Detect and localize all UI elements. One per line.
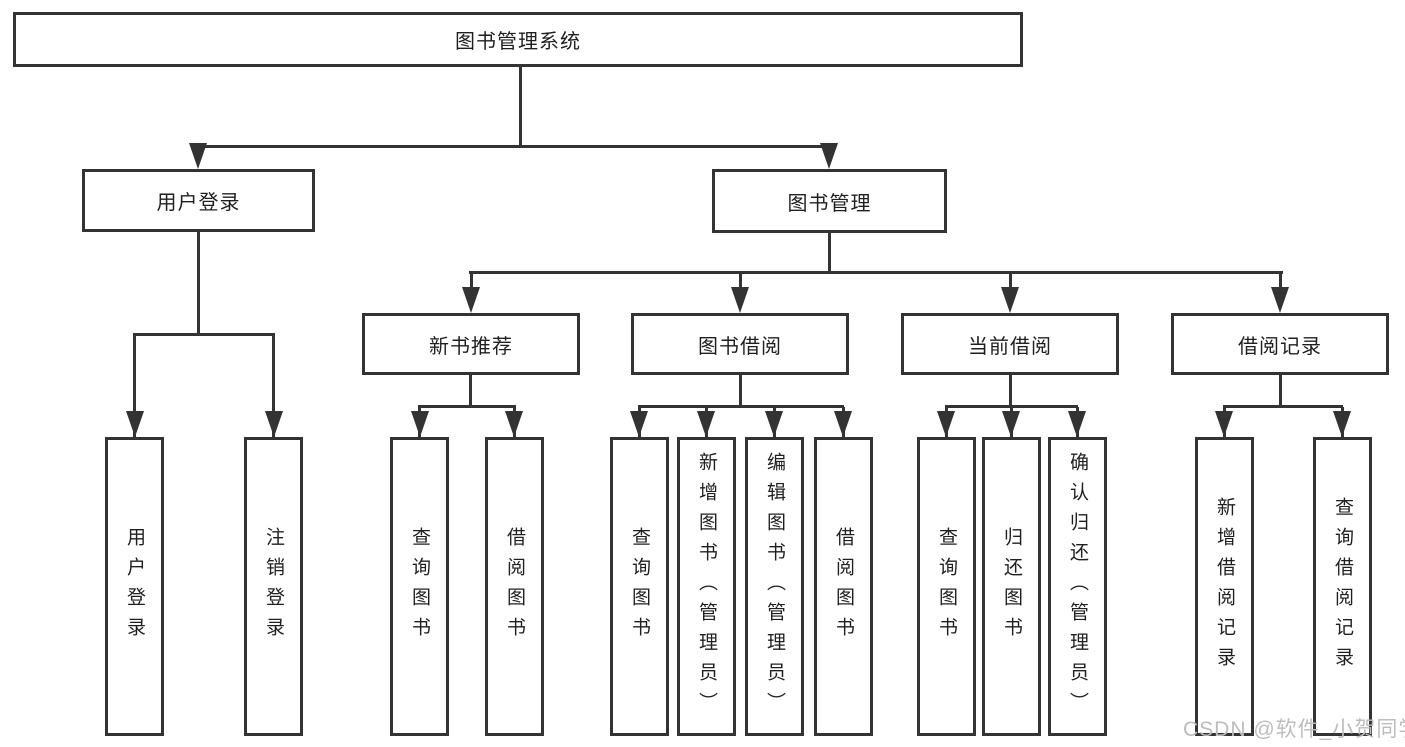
arrowhead-icon — [820, 143, 838, 169]
connector-line — [828, 232, 831, 273]
node-borrow-records: 借阅记录 — [1171, 313, 1389, 375]
connector-line — [469, 373, 472, 408]
leaf-current-return-book: 归还图书 — [982, 437, 1041, 736]
leaf-borrow-add-book-admin: 新增图书（管理员） — [677, 437, 736, 736]
node-new-book-recommend: 新书推荐 — [362, 313, 580, 375]
leaf-label: 确认归还（管理员） — [1067, 451, 1088, 722]
node-current-borrow: 当前借阅 — [901, 313, 1119, 375]
leaf-label: 查询图书 — [629, 526, 650, 647]
arrowhead-icon — [731, 287, 749, 313]
connector-line — [133, 333, 275, 336]
leaf-newbook-query-book: 查询图书 — [390, 437, 449, 736]
arrowhead-icon — [697, 411, 715, 437]
connector-line — [418, 405, 516, 408]
connector-line — [1223, 405, 1343, 408]
node-root: 图书管理系统 — [13, 12, 1023, 67]
arrowhead-icon — [189, 143, 207, 169]
arrowhead-icon — [1001, 287, 1019, 313]
leaf-borrow-edit-book-admin: 编辑图书（管理员） — [745, 437, 804, 736]
arrowhead-icon — [834, 411, 852, 437]
leaf-records-add-record: 新增借阅记录 — [1195, 437, 1254, 736]
leaf-newbook-borrow-book: 借阅图书 — [485, 437, 544, 736]
leaf-borrow-borrow-book: 借阅图书 — [814, 437, 873, 736]
leaf-current-query-book: 查询图书 — [917, 437, 976, 736]
connector-line — [638, 405, 844, 408]
arrowhead-icon — [1215, 411, 1233, 437]
leaf-current-confirm-return-admin: 确认归还（管理员） — [1048, 437, 1107, 736]
connector-line — [739, 373, 742, 408]
node-book-borrow: 图书借阅 — [631, 313, 849, 375]
arrowhead-icon — [126, 411, 144, 437]
arrowhead-icon — [1068, 411, 1086, 437]
leaf-label: 用户登录 — [124, 526, 145, 647]
connector-line — [197, 145, 831, 148]
leaf-label: 借阅图书 — [504, 526, 525, 647]
leaf-label: 注销登录 — [263, 526, 284, 647]
arrowhead-icon — [937, 411, 955, 437]
leaf-label: 借阅图书 — [833, 526, 854, 647]
leaf-label: 新增图书（管理员） — [696, 451, 717, 722]
arrowhead-icon — [765, 411, 783, 437]
arrowhead-icon — [505, 411, 523, 437]
leaf-label: 归还图书 — [1001, 526, 1022, 647]
connector-line — [1009, 373, 1012, 408]
leaf-label: 新增借阅记录 — [1214, 496, 1235, 677]
node-user-login: 用户登录 — [82, 169, 315, 232]
arrowhead-icon — [411, 411, 429, 437]
leaf-label: 编辑图书（管理员） — [764, 451, 785, 722]
leaf-records-query-record: 查询借阅记录 — [1313, 437, 1372, 736]
connector-line — [197, 231, 200, 335]
leaf-label: 查询借阅记录 — [1332, 496, 1353, 677]
connector-line — [469, 271, 1283, 274]
connector-line — [519, 66, 522, 147]
arrowhead-icon — [1333, 411, 1351, 437]
csdn-watermark: CSDN @软件_小贺同学 — [1183, 718, 1405, 741]
arrowhead-icon — [265, 411, 283, 437]
leaf-label: 查询图书 — [409, 526, 430, 647]
node-book-management: 图书管理 — [712, 169, 947, 233]
connector-line — [945, 405, 1078, 408]
arrowhead-icon — [630, 411, 648, 437]
leaf-borrow-query-book: 查询图书 — [610, 437, 669, 736]
connector-line — [272, 335, 275, 437]
leaf-user-login: 用户登录 — [105, 437, 164, 736]
connector-line — [1279, 373, 1282, 408]
arrowhead-icon — [462, 287, 480, 313]
arrowhead-icon — [1002, 411, 1020, 437]
leaf-label: 查询图书 — [936, 526, 957, 647]
connector-line — [133, 335, 136, 437]
leaf-logout-login: 注销登录 — [244, 437, 303, 736]
arrowhead-icon — [1271, 287, 1289, 313]
